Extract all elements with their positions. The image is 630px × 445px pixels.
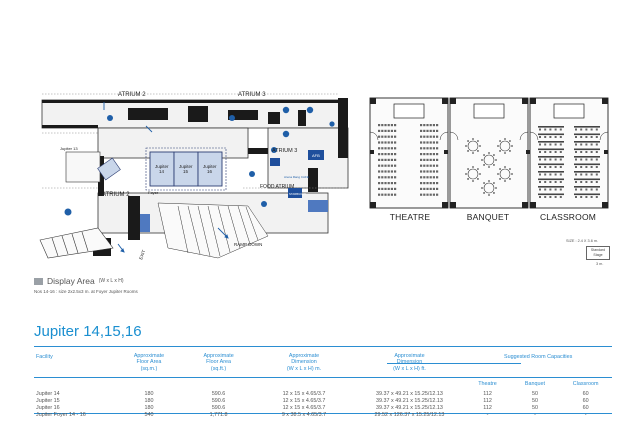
value-cell: 50 [531, 398, 538, 405]
col-dim-ft: Approximate Dimension (W x L x H) ft. [393, 353, 426, 372]
display-area-swatch [34, 277, 43, 285]
atrium2-mid-label: ATRIUM 2 [102, 192, 130, 198]
banquet-layout-label: BANQUET [466, 212, 510, 222]
table-row: Jupiter Foyer 14 - 16 540 1,771.8 9 x 38.5 … [34, 412, 612, 419]
facility-cell: Jupiter 14 [36, 391, 60, 398]
col-theatre: Theatre [478, 381, 497, 387]
value-cell: 50 [531, 405, 538, 412]
food-atrium-label: FOOD ATRIUM [260, 184, 294, 190]
display-area-label: Display Area [47, 276, 95, 286]
value-cell: 540 [144, 411, 154, 418]
value-cell: 112 [483, 398, 492, 405]
facility-cell: Jupiter 15 [36, 398, 60, 405]
table-header-rule [34, 377, 612, 378]
table-top-rule [34, 346, 612, 347]
value-cell: 180 [144, 398, 154, 405]
standard-stage-box: Standard Stage [586, 246, 610, 260]
value-cell: 9 x 38.5 x 4.65/3.7 [281, 411, 327, 418]
value-cell: 112 [483, 405, 492, 412]
atrium3-top-label: ATRIUM 3 [238, 92, 266, 98]
floor-plan: ATRIUM 2 ATRIUM 3 ATRIUM 3 ATRIUM 2 Jupi… [38, 88, 358, 266]
exit-label: EXIT [138, 249, 146, 260]
col-banquet: Banquet [524, 381, 546, 387]
value-cell: - [584, 411, 587, 418]
standard-stage-label: Standard Stage [590, 248, 606, 257]
value-cell: 12 x 15 x 4.65/3.7 [282, 405, 326, 412]
page-title: Jupiter 14,15,16 [34, 323, 142, 340]
table-row: Jupiter 15 180 590.6 12 x 15 x 4.65/3.7 39.3… [34, 398, 612, 405]
jupiter-16-room [197, 151, 223, 187]
afb-label: AFB [312, 153, 320, 158]
value-cell: 50 [531, 391, 538, 398]
theatre-layout-label: THEATRE [389, 212, 431, 222]
col-classroom: Classroom [572, 381, 599, 387]
value-cell: - [534, 411, 536, 418]
display-area-dims: (W x L x H) [98, 278, 124, 284]
jupiter-13-label: Jupiter 13 [60, 146, 78, 151]
facility-cell: Jupiter 16 [36, 405, 60, 412]
facility-cell: Jupiter Foyer 14 - 16 [36, 411, 86, 418]
floor-plan-drawing: ATRIUM 2 ATRIUM 3 ATRIUM 3 ATRIUM 2 Jupi… [39, 92, 349, 260]
value-cell: 180 [144, 391, 154, 398]
value-cell: 12 x 15 x 4.65/3.7 [282, 391, 326, 398]
value-cell: 60 [582, 391, 589, 398]
foyer-label: Foyer [148, 190, 159, 195]
classroom-layout-label: CLASSROOM [539, 212, 597, 222]
capacities-rule [387, 363, 521, 364]
col-facility: Facility [36, 354, 53, 360]
classroom-seating [538, 126, 600, 198]
room-layouts [368, 94, 610, 224]
table-bottom-rule [34, 413, 612, 414]
afb-tile [308, 150, 324, 160]
col-capacities: Suggested Room Capacities [503, 354, 573, 360]
theatre-seating [378, 124, 439, 196]
atrium2-top-label: ATRIUM 2 [118, 92, 146, 98]
col-floor-sqm: Approximate Floor Area (sq.m.) [133, 353, 165, 372]
starbucks-label: STARBUCKS [289, 192, 306, 196]
value-cell: 39.37 x 49.21 x 15.25/12.13 [376, 398, 443, 405]
col-floor-sqft: Approximate Floor Area (sq.ft.) [203, 353, 234, 372]
banquet-chairs [465, 138, 513, 196]
value-cell: 590.6 [211, 391, 226, 398]
value-cell: 1,771.8 [209, 411, 228, 418]
capacity-table: Facility Approximate Floor Area (sq.m.) … [34, 350, 612, 419]
value-cell: 590.6 [211, 405, 226, 412]
starbucks-tile [288, 188, 302, 198]
value-cell: 60 [582, 398, 589, 405]
col-dim-m: Approximate Dimension (W x L x H) m. [286, 353, 322, 372]
value-cell: 39.37 x 49.21 x 15.25/12.13 [376, 405, 443, 412]
stage-size-label: SIZE : 2.4 X 3.6 m. [566, 239, 599, 243]
value-cell: 112 [483, 391, 492, 398]
display-area-legend: Display Area (W x L x H) [34, 276, 124, 286]
value-cell: 12 x 15 x 4.65/3.7 [282, 398, 326, 405]
value-cell: 180 [144, 405, 154, 412]
atrium3-mid-label: ATRIUM 3 [272, 148, 297, 154]
table-row: Jupiter 14 180 590.6 12 x 15 x 4.65/3.7 39.3… [34, 387, 612, 398]
value-cell: 29.52 x 126.37 x 15.25/12.13 [374, 411, 445, 418]
banquet-tables [467, 140, 511, 194]
value-cell: 590.6 [211, 398, 226, 405]
room-layouts-drawing [369, 97, 609, 209]
scale-label: 3 m. [596, 262, 604, 266]
value-cell: 39.37 x 49.21 x 15.25/12.13 [376, 391, 443, 398]
cafe-label: Arena Rang CAFE [284, 175, 309, 179]
table-row: Jupiter 16 180 590.6 12 x 15 x 4.65/3.7 39.3… [34, 405, 612, 412]
value-cell: 60 [582, 405, 589, 412]
value-cell: - [486, 411, 489, 418]
display-area-note: Nos 14-16 : size 2x2.5x3 m. at Foyer Jup… [34, 289, 138, 294]
ramp-down-label: RAMP DOWN [234, 242, 262, 247]
